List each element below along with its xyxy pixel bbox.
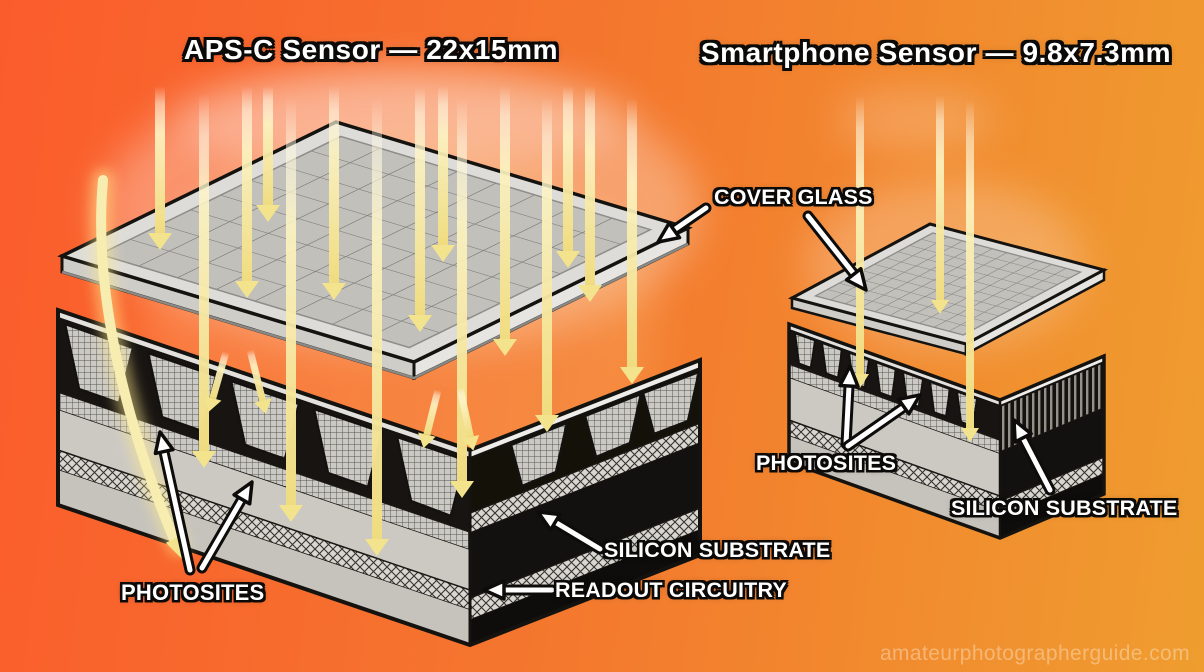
smartphone-silicon-substrate xyxy=(1000,408,1104,501)
label-silicon-substrate-apsc: SILICON SUBSTRATE xyxy=(604,538,831,562)
annotation-arrows xyxy=(153,202,1056,601)
label-readout-circuitry: READOUT CIRCUITRY xyxy=(555,578,787,602)
label-photosites-smartphone: PHOTOSITES xyxy=(756,451,897,475)
label-silicon-substrate-smartphone: SILICON SUBSTRATE xyxy=(951,496,1178,520)
apsc-photosites-right xyxy=(509,370,701,488)
smartphone-cover-glass xyxy=(787,222,1109,357)
arrow-cover-glass-apsc xyxy=(656,202,712,244)
watermark: amateurphotographerguide.com xyxy=(879,642,1190,665)
arrow-photosites-smartphone-2 xyxy=(842,393,922,452)
label-cover-glass: COVER GLASS xyxy=(714,185,873,209)
arrow-photosites-smartphone-1 xyxy=(838,364,860,450)
arrow-photosites-apsc-2 xyxy=(196,480,254,574)
arrow-silicon-substrate-smartphone xyxy=(1012,418,1056,496)
light-rays-apsc xyxy=(90,75,644,560)
arrow-readout-circuitry xyxy=(482,579,558,601)
arrow-cover-glass-smartphone xyxy=(802,210,868,292)
arrow-silicon-substrate-apsc xyxy=(536,510,606,555)
light-rays-smartphone xyxy=(851,89,979,442)
apsc-silicon-substrate xyxy=(470,443,700,598)
title-smartphone: Smartphone Sensor — 9.8x7.3mm xyxy=(700,37,1172,68)
title-apsc: APS-C Sensor — 22x15mm xyxy=(183,34,559,65)
label-photosites-apsc: PHOTOSITES xyxy=(121,580,265,605)
arrow-photosites-apsc-1 xyxy=(153,430,196,576)
